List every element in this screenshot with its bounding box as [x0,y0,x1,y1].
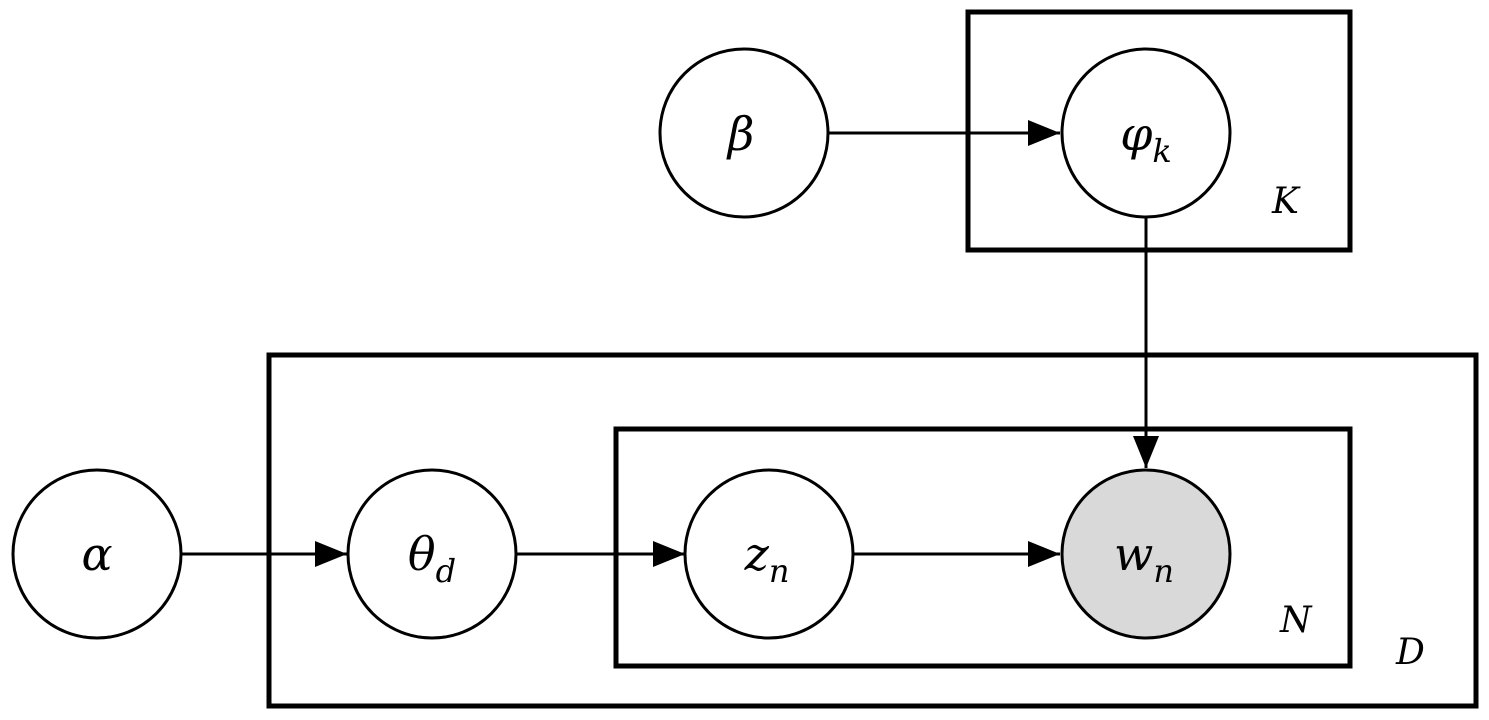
node-theta: θd [346,468,518,640]
plate-k-border [965,9,1353,253]
node-alpha: α [11,468,183,640]
node-alpha-label: α [81,527,112,581]
node-z-label: zn [744,527,790,590]
node-z-subscript: n [769,552,790,590]
node-w-label: wn [1114,527,1174,590]
edges [182,120,1159,567]
plate-n-border [613,426,1353,669]
plate-d: D [266,352,1479,709]
plate-d-border [266,352,1479,709]
node-w: wn [1060,468,1232,640]
node-phi-subscript: k [1152,132,1171,170]
node-theta-subscript: d [436,552,456,590]
node-beta-symbol: β [726,107,755,161]
node-beta-circle [658,47,830,219]
node-z-symbol: z [744,527,770,581]
node-phi: φk [1060,47,1232,219]
node-theta-symbol: θ [408,527,436,581]
node-beta: β [658,47,830,219]
node-z: zn [683,468,855,640]
node-theta-circle [346,468,518,640]
node-z-circle [683,468,855,640]
node-phi-circle [1060,47,1232,219]
node-beta-label: β [726,107,755,161]
node-phi-symbol: φ [1120,107,1153,161]
plate-n: N [613,426,1353,669]
node-alpha-circle [11,468,183,640]
node-alpha-symbol: α [81,527,112,581]
plate-k-label: K [1271,181,1301,222]
node-phi-label: φk [1120,107,1172,170]
node-theta-label: θd [408,527,456,590]
plate-k: K [965,9,1353,253]
node-w-subscript: n [1153,552,1174,590]
plate-n-label: N [1279,600,1313,641]
node-w-symbol: w [1114,527,1153,581]
node-w-circle [1060,468,1232,640]
plate-d-label: D [1395,632,1425,673]
